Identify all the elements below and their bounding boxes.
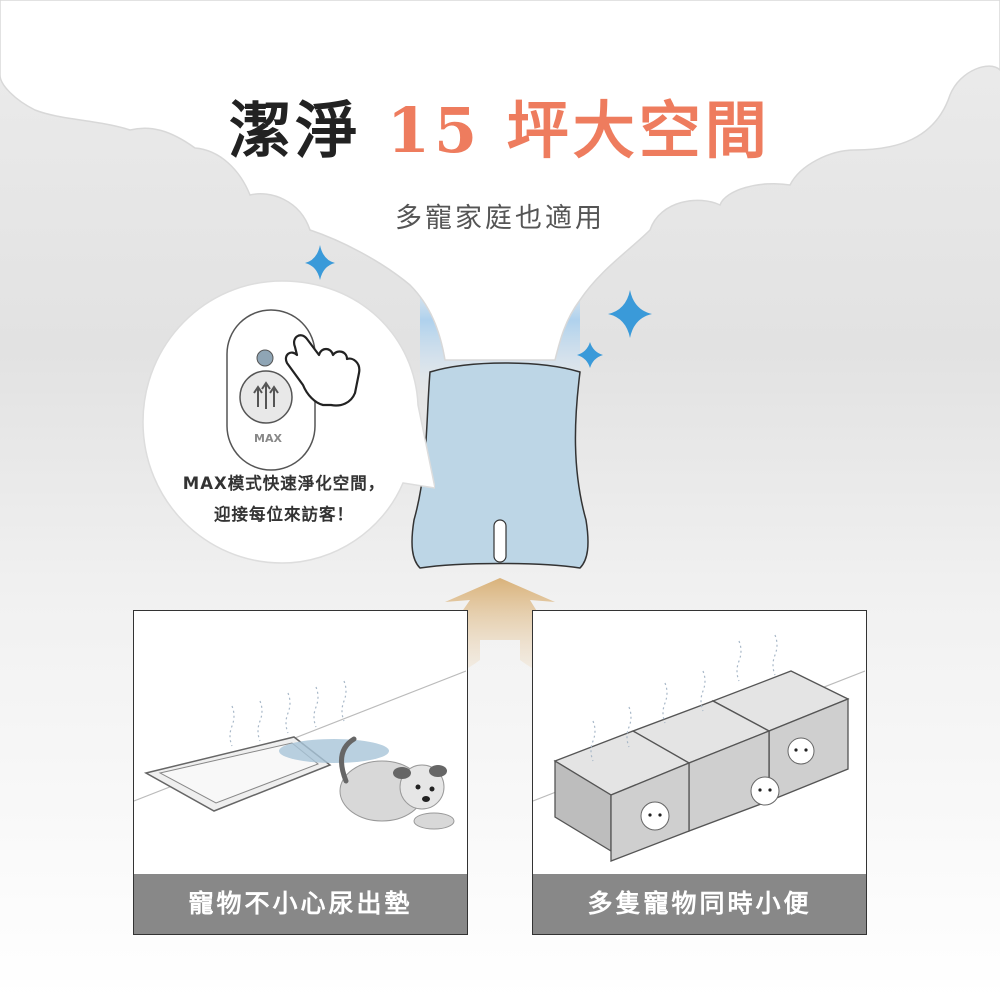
callout-line-1: MAX模式快速淨化空間， bbox=[182, 474, 386, 493]
panel-pet-accident: 寵物不小心尿出墊 bbox=[133, 610, 468, 935]
filter-pad bbox=[411, 362, 589, 569]
arrows-up-icon bbox=[253, 381, 279, 409]
panel-caption: 多隻寵物同時小便 bbox=[533, 874, 866, 934]
dog-illustration bbox=[134, 670, 466, 830]
panel-caption: 寵物不小心尿出墊 bbox=[134, 874, 467, 934]
max-button-label: MAX bbox=[254, 432, 282, 445]
hand-pointer-icon bbox=[284, 334, 361, 407]
cloud-shape bbox=[0, 0, 1000, 361]
cats-boxes-illustration bbox=[533, 634, 865, 862]
title-prefix: 潔淨 bbox=[229, 94, 387, 167]
callout-bubble bbox=[142, 280, 435, 564]
page-title: 潔淨 15 坪大空間 bbox=[0, 80, 1000, 170]
title-accent: 15 坪大空間 bbox=[386, 94, 771, 167]
panel-multi-pet: 多隻寵物同時小便 bbox=[532, 610, 867, 935]
page-subtitle: 多寵家庭也適用 bbox=[395, 203, 605, 234]
sparkle-icons bbox=[305, 245, 652, 368]
callout-line-2: 迎接每位來訪客！ bbox=[214, 505, 354, 524]
indicator-light bbox=[256, 349, 274, 367]
callout-text: MAX模式快速淨化空間， 迎接每位來訪客！ bbox=[150, 468, 418, 530]
pad-slot bbox=[493, 519, 507, 563]
